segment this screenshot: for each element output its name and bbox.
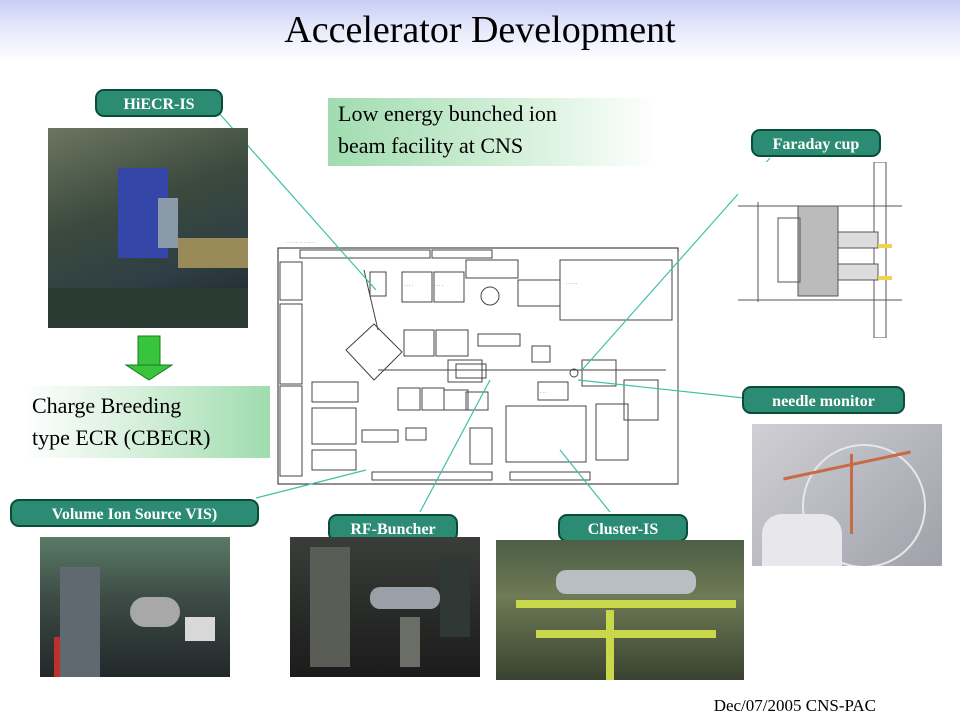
floor-plan	[277, 247, 679, 485]
floor-plan-labels: · · · · · · · · · · · · · · · · · · · · …	[286, 240, 577, 395]
low-energy-line-1: Low energy bunched ion	[338, 101, 557, 126]
volume-ion-source-photo	[40, 537, 230, 677]
low-energy-line-2: beam facility at CNS	[338, 133, 524, 158]
cbecr-box: Charge Breeding type ECR (CBECR)	[22, 386, 270, 458]
svg-text:· · · ·: · · · ·	[434, 283, 443, 288]
low-energy-box: Low energy bunched ion beam facility at …	[328, 98, 658, 166]
label-cluster-is: Cluster-IS	[558, 514, 688, 542]
cluster-is-photo	[496, 540, 744, 680]
faraday-cup-drawing	[738, 162, 902, 338]
label-faraday-cup: Faraday cup	[751, 129, 881, 157]
slide-title: Accelerator Development	[284, 9, 676, 51]
svg-text:· · · · · · · · · · · ·: · · · · · · · · · · · ·	[286, 240, 315, 245]
rf-buncher-photo	[290, 537, 480, 677]
cbecr-line-1: Charge Breeding	[32, 393, 182, 418]
svg-text:· · ·: · · ·	[540, 390, 546, 395]
title-band	[0, 0, 960, 62]
label-needle-monitor: needle monitor	[742, 386, 905, 414]
down-arrow-icon	[124, 335, 174, 381]
cbecr-line-2: type ECR (CBECR)	[32, 425, 211, 450]
needle-monitor-photo	[752, 424, 942, 566]
label-volume-ion-source: Volume Ion Source VIS)	[10, 499, 259, 527]
svg-text:· · · ·: · · · ·	[404, 283, 413, 288]
label-hiecr-is: HiECR-IS	[95, 89, 223, 117]
hiecr-photo	[48, 128, 248, 328]
footer-date: Dec/07/2005 CNS-PAC	[713, 696, 876, 715]
svg-text:· · · · ·: · · · · ·	[566, 281, 577, 286]
